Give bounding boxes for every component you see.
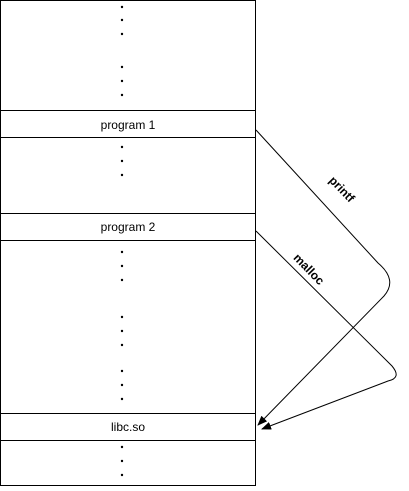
block-program-2-label: program 2 — [101, 220, 156, 234]
block-program-2: program 2 — [0, 213, 256, 241]
malloc-call-label: malloc — [291, 251, 328, 288]
ellipsis-middle — [120, 145, 124, 177]
printf-call-arrow — [255, 129, 391, 426]
block-libc: libc.so — [0, 413, 256, 441]
block-program-1: program 1 — [0, 110, 256, 138]
block-program-1-box — [0, 110, 256, 138]
ellipsis-lower — [120, 250, 124, 401]
memory-column — [0, 0, 256, 486]
block-libc-box — [0, 413, 256, 441]
block-program-1-label: program 1 — [101, 118, 156, 132]
block-program-2-box — [0, 213, 256, 241]
printf-call-label: printf — [326, 173, 358, 205]
ellipsis-top — [120, 5, 124, 97]
ellipsis-bottom — [120, 445, 124, 477]
block-libc-label: libc.so — [111, 420, 145, 434]
malloc-call-arrow — [255, 230, 397, 430]
